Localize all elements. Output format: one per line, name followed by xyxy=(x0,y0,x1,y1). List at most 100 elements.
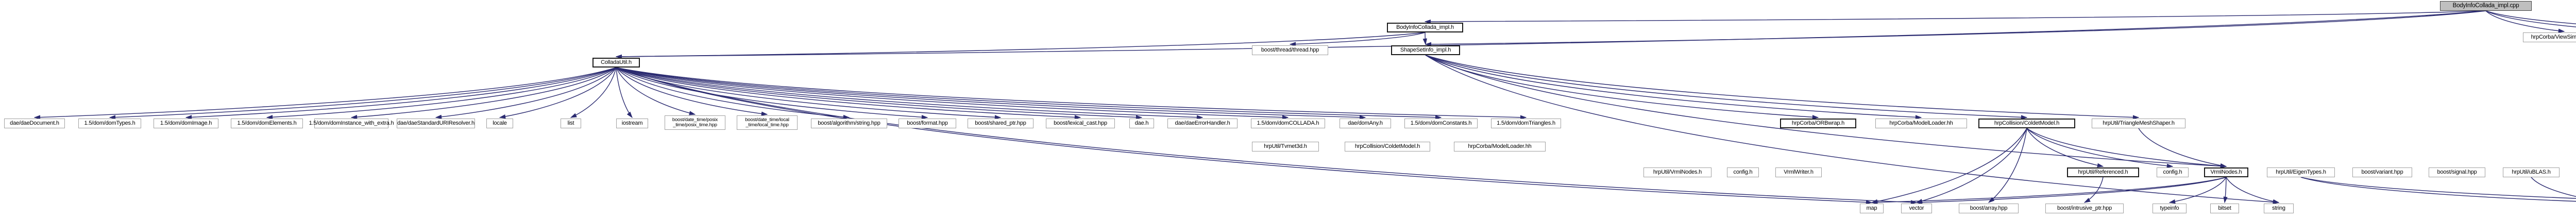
graph-node-n-string[interactable]: string xyxy=(2264,204,2294,213)
edge-n_vrmlnodes-to-n_map xyxy=(1871,177,2227,205)
edge-n_colladah-to-n_domconst xyxy=(616,67,1442,120)
edge-n_vrmlnodes-to-n_bitset xyxy=(2223,177,2228,204)
edge-root-to-n_viewsim xyxy=(2485,10,2565,33)
edge-n_coldet-to-n_map xyxy=(1871,128,2027,204)
edge-n_colladah-to-n_daeh xyxy=(616,67,1143,120)
edge-root-to-n_typeofhpp xyxy=(2485,10,2576,24)
edge-n_colladah-to-n_daestd xyxy=(435,67,617,119)
graph-node-n-bitset[interactable]: bitset xyxy=(2210,204,2239,213)
edge-n_shapeset-to-n_string xyxy=(1425,55,2280,205)
graph-node-n-threadhpp[interactable]: boost/thread/thread.hpp xyxy=(1252,45,1328,55)
edge-n_colladaimplh-to-n_threadhpp xyxy=(1289,32,1426,46)
graph-node-n-typeinfo[interactable]: typeinfo xyxy=(2153,204,2187,213)
graph-node-n-daedoc[interactable]: dae/daeDocument.h xyxy=(4,119,65,128)
graph-node-n-triangle[interactable]: hrpUtil/TriangleMeshShaper.h xyxy=(2092,119,2185,128)
edge-n_shapeset-to-n_orbwrap xyxy=(1425,55,1819,120)
graph-node-n-vrmlnodes[interactable]: VrmlNodes.h xyxy=(2204,167,2248,177)
graph-node-n-coldetinfo[interactable]: hrpCollision/ColdetModel.h xyxy=(1345,142,1430,151)
graph-node-n-dateloc[interactable]: boost/date_time/local_time/local_time.hp… xyxy=(737,115,798,130)
edge-n_colladah-to-n_daeerr xyxy=(616,67,1204,120)
graph-node-n-intrusive[interactable]: boost/intrusive_ptr.hpp xyxy=(2045,204,2124,213)
edge-n_colladah-to-n_iostream xyxy=(616,67,633,119)
graph-node-n-domtypes[interactable]: 1.5/dom/domTypes.h xyxy=(78,119,141,128)
edge-n_colladah-to-n_daedomany xyxy=(616,67,1366,120)
graph-node-n-eigen[interactable]: hrpUtil/EigenTypes.h xyxy=(2267,167,2335,177)
node-label-line1: boost/date_time/local xyxy=(745,117,789,123)
graph-node-n-domelem[interactable]: 1.5/dom/domElements.h xyxy=(231,119,303,128)
edge-n_vrmlnodes-to-n_vector xyxy=(1916,177,2227,205)
graph-node-n-domdomna[interactable]: 1.5/dom/domInstance_with_extra.h xyxy=(309,119,394,128)
edge-n_eigen-to-n_eigenspace xyxy=(2300,177,2576,199)
graph-node-n-vrmlwrite[interactable]: VrmlWriter.h xyxy=(1775,167,1822,177)
edge-n_colladah-to-n_list xyxy=(570,67,617,118)
graph-node-n-signal[interactable]: boost/signal.hpp xyxy=(2429,167,2485,177)
edge-root-to-n_colladah xyxy=(615,10,2486,59)
edge-n_refcnt-to-n_intrusive xyxy=(2083,177,2104,203)
edge-n_coldet-to-n_vector xyxy=(1916,128,2027,204)
edge-n_colladah-to-n_date xyxy=(616,67,696,115)
graph-node-n-colladaimplh[interactable]: BodyInfoCollada_impl.h xyxy=(1387,23,1463,32)
graph-node-n-nettuple[interactable]: hrpUtil/VrmlNodes.h xyxy=(1643,167,1711,177)
edge-n_colladah-to-n_vector xyxy=(616,67,1918,205)
edge-n_colladaimplh-to-n_shapeset xyxy=(1422,32,1427,45)
graph-node-n-iostream[interactable]: iostream xyxy=(616,119,648,128)
graph-node-n-daeerr[interactable]: dae/daeErrorHandler.h xyxy=(1167,119,1238,128)
graph-node-n-orbwrap[interactable]: hrpCorba/ORBwrap.h xyxy=(1780,119,1856,128)
graph-node-n-coldet[interactable]: hrpCollision/ColdetModel.h xyxy=(1978,119,2075,128)
graph-node-n-hrpmodelh[interactable]: hrpCorba/ModelLoader.hh xyxy=(1454,142,1546,151)
edge-root-to-n_shapeset xyxy=(1425,10,2486,47)
edge-n_colladah-to-n_map xyxy=(616,67,1873,205)
edge-n_shapeset-to-n_vrmlnodes xyxy=(1425,55,2227,169)
graph-node-n-colladah[interactable]: ColladaUtil.h xyxy=(592,58,640,68)
graph-node-n-modelload[interactable]: hrpCorba/ModelLoader.hh xyxy=(1875,119,1967,128)
graph-node-n-domimage[interactable]: 1.5/dom/domImage.h xyxy=(154,119,218,128)
graph-node-n-date[interactable]: boost/date_time/posix_time/posix_time.hp… xyxy=(665,115,725,130)
edge-n_colladah-to-n_domtypes xyxy=(109,67,617,120)
graph-node-n-domconst[interactable]: 1.5/dom/domConstants.h xyxy=(1404,119,1478,128)
edge-root-to-n_colladaimplh xyxy=(1424,10,2486,24)
edge-n_colladah-to-n_domdomna xyxy=(350,67,617,120)
graph-node-n-array[interactable]: boost/array.hpp xyxy=(1959,204,2019,213)
graph-node-n-domtri[interactable]: 1.5/dom/domTriangles.h xyxy=(1491,119,1561,128)
graph-node-n-confh2[interactable]: config.h xyxy=(1727,167,1759,177)
graph-node-n-map[interactable]: map xyxy=(1860,204,1884,213)
edge-n_colladah-to-n_domelem xyxy=(266,67,617,120)
graph-node-n-vrmlparse[interactable]: boost/variant.hpp xyxy=(2352,167,2412,177)
graph-node-n-daeh[interactable]: dae.h xyxy=(1129,119,1154,128)
node-label-line2: _time/posix_time.hpp xyxy=(673,122,717,128)
edge-n_coldet-to-n_array xyxy=(1988,128,2027,203)
edge-n_shapeset-to-n_triangle xyxy=(1425,55,2140,120)
graph-node-n-vector[interactable]: vector xyxy=(1901,204,1932,213)
graph-node-n-daedomany[interactable]: dae/domAny.h xyxy=(1340,119,1391,128)
graph-node-n-colmapping[interactable]: hrpUtil/Tvmet3d.h xyxy=(1252,142,1319,151)
graph-node-n-locale[interactable]: locale xyxy=(486,119,513,128)
graph-node-n-shapeset[interactable]: ShapeSetInfo_impl.h xyxy=(1391,45,1460,55)
graph-node-n-daestd[interactable]: dae/daeStandardURIResolver.h xyxy=(397,119,475,128)
graph-node-n-strstring[interactable]: boost/algorithm/string.hpp xyxy=(811,119,887,128)
edge-n_colladah-to-n_daedoc xyxy=(33,67,617,120)
edge-n_colladah-to-n_dateloc xyxy=(616,67,768,116)
edge-n_colladah-to-n_sharedptr xyxy=(616,67,1002,120)
graph-node-n-domcollada[interactable]: 1.5/dom/domCOLLADA.h xyxy=(1251,119,1325,128)
graph-node-root[interactable]: BodyInfoCollada_impl.cpp xyxy=(2440,1,2532,11)
edge-n_eigen-to-n_confh3 xyxy=(2300,177,2576,202)
edge-n_vrmlnodes-to-n_typeinfo xyxy=(2168,177,2227,204)
edge-n_coldet-to-n_confh xyxy=(2026,128,2174,169)
edge-n_colladah-to-n_domimage xyxy=(185,67,617,120)
edge-n_triangle-to-n_vrmlnodes xyxy=(2138,128,2227,168)
edge-n_colladah-to-n_strstring xyxy=(616,67,850,120)
graph-node-n-eigenh[interactable]: hrpUtil/uBLAS.h xyxy=(2503,167,2560,177)
edge-root-to-n_sysstat xyxy=(2485,10,2576,27)
graph-node-n-sharedptr[interactable]: boost/shared_ptr.hpp xyxy=(968,119,1033,128)
graph-node-n-lexcast[interactable]: boost/lexical_cast.hpp xyxy=(1046,119,1115,128)
graph-node-n-confh[interactable]: config.h xyxy=(2157,167,2189,177)
graph-node-n-viewsim[interactable]: hrpCorba/ViewSimulator.hh xyxy=(2523,32,2576,42)
graph-node-n-format[interactable]: boost/format.hpp xyxy=(899,119,956,128)
edge-n_colladah-to-n_lexcast xyxy=(616,67,1081,120)
graph-node-n-list[interactable]: list xyxy=(561,119,581,128)
edge-n_colladah-to-n_locale xyxy=(499,67,617,119)
graph-node-n-refcnt[interactable]: hrpUtil/Referenced.h xyxy=(2067,167,2139,177)
edge-n_shapeset-to-n_coldet xyxy=(1425,55,2028,120)
